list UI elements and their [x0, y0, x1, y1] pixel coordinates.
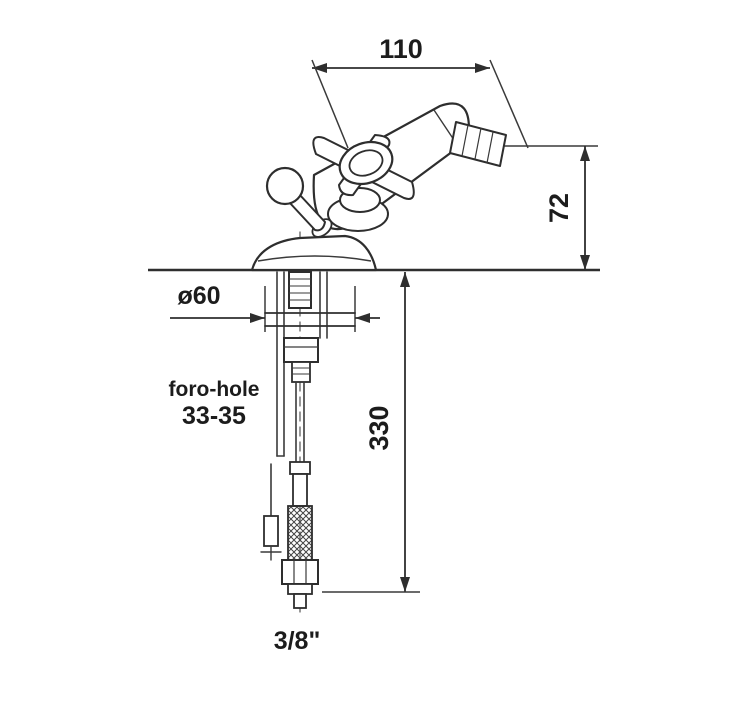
dimension-110: 110 [311, 34, 529, 149]
arrowhead-bottom [580, 255, 590, 270]
dimension-110-label: 110 [379, 34, 423, 64]
arrowhead-right [355, 313, 370, 323]
arrowhead-top [580, 146, 590, 161]
braided-hose-section [287, 505, 313, 561]
hose-outlet-stub [293, 593, 307, 609]
arrowhead-top [400, 272, 410, 287]
arrowhead-bottom [400, 577, 410, 592]
side-rod [260, 463, 282, 561]
mounting-flange [264, 312, 356, 327]
supply-tube-left [276, 271, 285, 457]
extension-line-left [311, 59, 349, 149]
lever-ball [265, 166, 305, 206]
handle-cap-inner [348, 149, 384, 177]
extension-line-right [489, 59, 529, 149]
threaded-shank [288, 271, 312, 309]
arrowhead-left [312, 63, 327, 73]
dimension-330: 330 [322, 272, 420, 593]
hole-note-line1: foro-hole [169, 378, 260, 401]
arrowhead-right [475, 63, 490, 73]
aerator [449, 121, 507, 167]
faucet-base [250, 234, 378, 272]
below-counter-assembly [260, 231, 356, 613]
dimension-330-label: 330 [364, 405, 394, 450]
hole-note-line2: 33-35 [182, 402, 246, 430]
arrowhead-left [250, 313, 265, 323]
faucet-body [250, 102, 507, 272]
dimension-diameter-60: ø60 [170, 282, 380, 332]
mounting-nut [283, 337, 319, 383]
flexible-hose [281, 461, 319, 609]
base-step-line [257, 255, 372, 262]
supply-tube-right [319, 271, 328, 339]
connection-size-label: 3/8" [274, 627, 321, 655]
hole-size-note: foro-hole 33-35 [169, 378, 260, 430]
hose-nut [281, 559, 319, 585]
dimension-72-label: 72 [544, 193, 574, 223]
cross-handle [312, 134, 415, 200]
center-tailpiece [295, 381, 305, 463]
ball-lever [265, 166, 333, 238]
dimension-72: 72 [504, 145, 598, 270]
hose-collar [287, 583, 313, 595]
dimension-diameter-label: ø60 [177, 282, 220, 310]
